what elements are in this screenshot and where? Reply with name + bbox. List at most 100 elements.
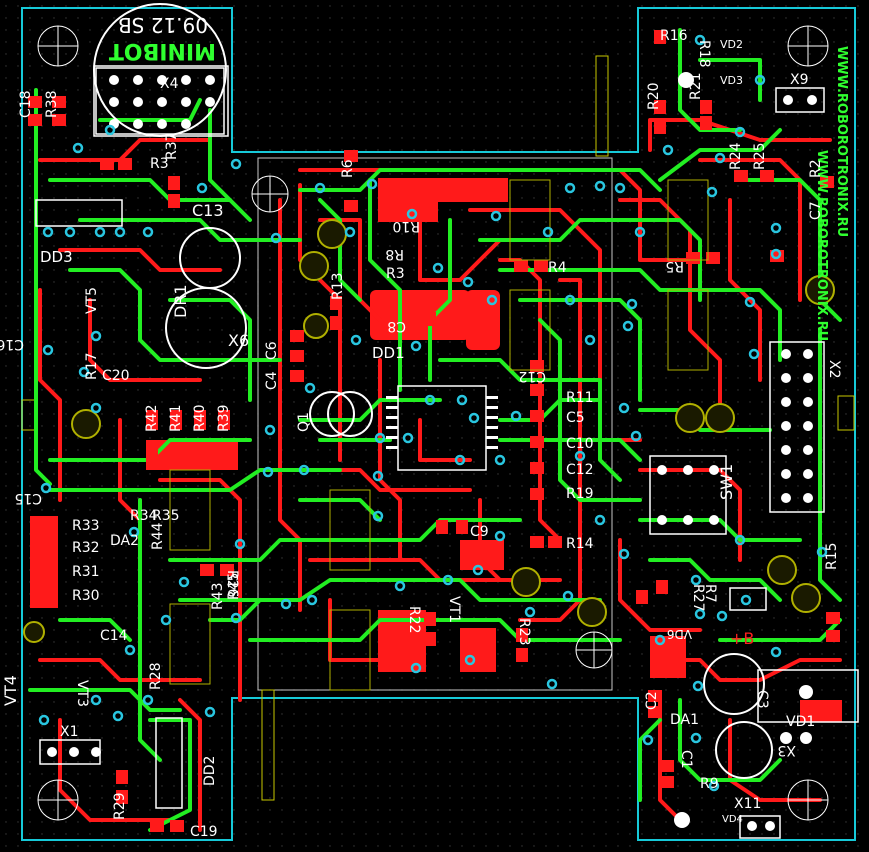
designator-r8: R8: [385, 246, 404, 262]
smd-pads: [28, 30, 840, 832]
designator-c4: C4: [264, 371, 280, 390]
designator-r15: R15: [824, 542, 840, 570]
designator-r21: R21: [688, 72, 704, 100]
designator-c14: C14: [100, 628, 128, 644]
designator-c5: C5: [566, 410, 585, 426]
designator-r9: R9: [700, 776, 719, 792]
designator-r42: R42: [144, 404, 160, 432]
designator-r39: R39: [216, 404, 232, 432]
designator-x11: X11: [734, 796, 761, 812]
designator-da1: DA1: [670, 712, 699, 728]
designator-r43: R43: [210, 582, 226, 610]
designator-c7: C7: [808, 201, 824, 220]
designator-x3: X3: [778, 742, 797, 758]
designator-r10: R10: [392, 218, 420, 234]
designator-c12: C12: [566, 462, 594, 478]
designator-vd4: VD4: [722, 814, 743, 825]
designator-r33: R33: [72, 518, 100, 534]
designator-dd2: DD2: [202, 756, 218, 786]
designator-r7: R7: [702, 584, 718, 603]
designator-c10: C10: [566, 436, 594, 452]
designator-r38: R38: [44, 90, 60, 118]
designator-dd1: DD1: [372, 344, 405, 362]
round-pads: [23, 219, 835, 643]
designator-vt4: VT4: [1, 675, 20, 706]
designator-r24: R24: [728, 142, 744, 170]
designator-c20: C20: [102, 368, 130, 384]
minibot-label: MINIBOT: [109, 38, 216, 63]
designator-c12: C12: [518, 368, 546, 384]
designator-r32: R32: [72, 540, 100, 556]
designator-c6: C6: [264, 341, 280, 360]
url-label-1: WWW.ROBOROTRONIX.RU: [834, 46, 849, 237]
designator-r25: R25: [752, 142, 768, 170]
capacitors: [93, 3, 773, 779]
date-label: 09.12 ЅВ: [118, 13, 208, 37]
designator-r13: R13: [330, 272, 346, 300]
designator-c8: C8: [387, 318, 406, 334]
designator-r27: R27: [690, 584, 706, 612]
component-designators: X4C18R38R3R37C13DD3DR1VT5C16R17C20X6C4C6…: [0, 28, 842, 840]
designator-c9: C9: [470, 524, 489, 540]
designator-r30: R30: [72, 588, 100, 604]
designator-vt1: VT1: [446, 596, 462, 623]
designator-vt5: VT5: [84, 287, 100, 314]
designator-vd3: VD3: [720, 74, 743, 87]
designator-r44: R44: [150, 522, 166, 550]
motor-shaft-bottom: [261, 689, 275, 801]
designator-x1: X1: [60, 724, 79, 740]
motor-shaft-right: [837, 395, 855, 431]
designator-x2: X2: [826, 360, 842, 379]
designator-x9: X9: [790, 72, 809, 88]
designator-r17: R17: [84, 352, 100, 380]
designator-r19: R19: [566, 486, 594, 502]
designator-r20: R20: [646, 82, 662, 110]
ic-dd1-pins: [386, 396, 498, 449]
url-label-2: WWW.ROBOROTRONIX.RU: [814, 150, 829, 341]
designator-c3: C3: [754, 690, 770, 709]
designator-da2: DA2: [110, 533, 139, 549]
designator-vd6: VD6: [667, 627, 692, 641]
designator-r31: R31: [72, 564, 100, 580]
mounting-holes: [37, 25, 829, 821]
bottom-copper-traces: [28, 28, 842, 832]
designator-r5: R5: [665, 258, 684, 274]
board-outline: [21, 7, 856, 841]
designator-r45: R45: [226, 572, 242, 600]
designator-vd1: VD1: [786, 714, 815, 730]
designator-c15: C15: [14, 490, 42, 506]
designator-r3: R3: [386, 266, 405, 282]
designator-r40: R40: [192, 404, 208, 432]
designator-r3: R3: [150, 156, 169, 172]
designator-sw1: SW1: [717, 464, 736, 500]
designator-r34: R34: [130, 508, 158, 524]
designator-c19: C19: [190, 824, 218, 840]
designator-r14: R14: [566, 536, 594, 552]
designator-dd3: DD3: [40, 248, 73, 266]
designator-r23: R23: [516, 618, 532, 646]
designator-c16: C16: [0, 336, 24, 352]
designator-x4: X4: [160, 76, 179, 92]
designator-r35: R35: [152, 508, 180, 524]
designator-r28: R28: [148, 662, 164, 690]
designator-r22: R22: [406, 606, 422, 634]
designator-vd2: VD2: [720, 38, 743, 51]
designator-r37: R37: [164, 132, 180, 160]
designator-vt3: VT3: [74, 680, 90, 707]
designator-q1: Q1: [296, 412, 312, 432]
designator-r41: R41: [168, 404, 184, 432]
designator-c18: C18: [18, 90, 34, 118]
motor-shaft-top: [595, 55, 609, 157]
designator-r2: R2: [808, 159, 824, 178]
plus-b-label: +B: [730, 629, 754, 648]
designator-r16: R16: [660, 28, 688, 44]
header-pads: [47, 72, 817, 831]
designator-r11: R11: [566, 390, 594, 406]
designator-r6: R6: [340, 159, 356, 178]
vias: [38, 34, 828, 792]
designator-c2: C2: [644, 691, 660, 710]
designator-r26: R26: [224, 570, 240, 598]
designator-c13: C13: [192, 201, 224, 220]
designator-r4: R4: [548, 260, 567, 276]
